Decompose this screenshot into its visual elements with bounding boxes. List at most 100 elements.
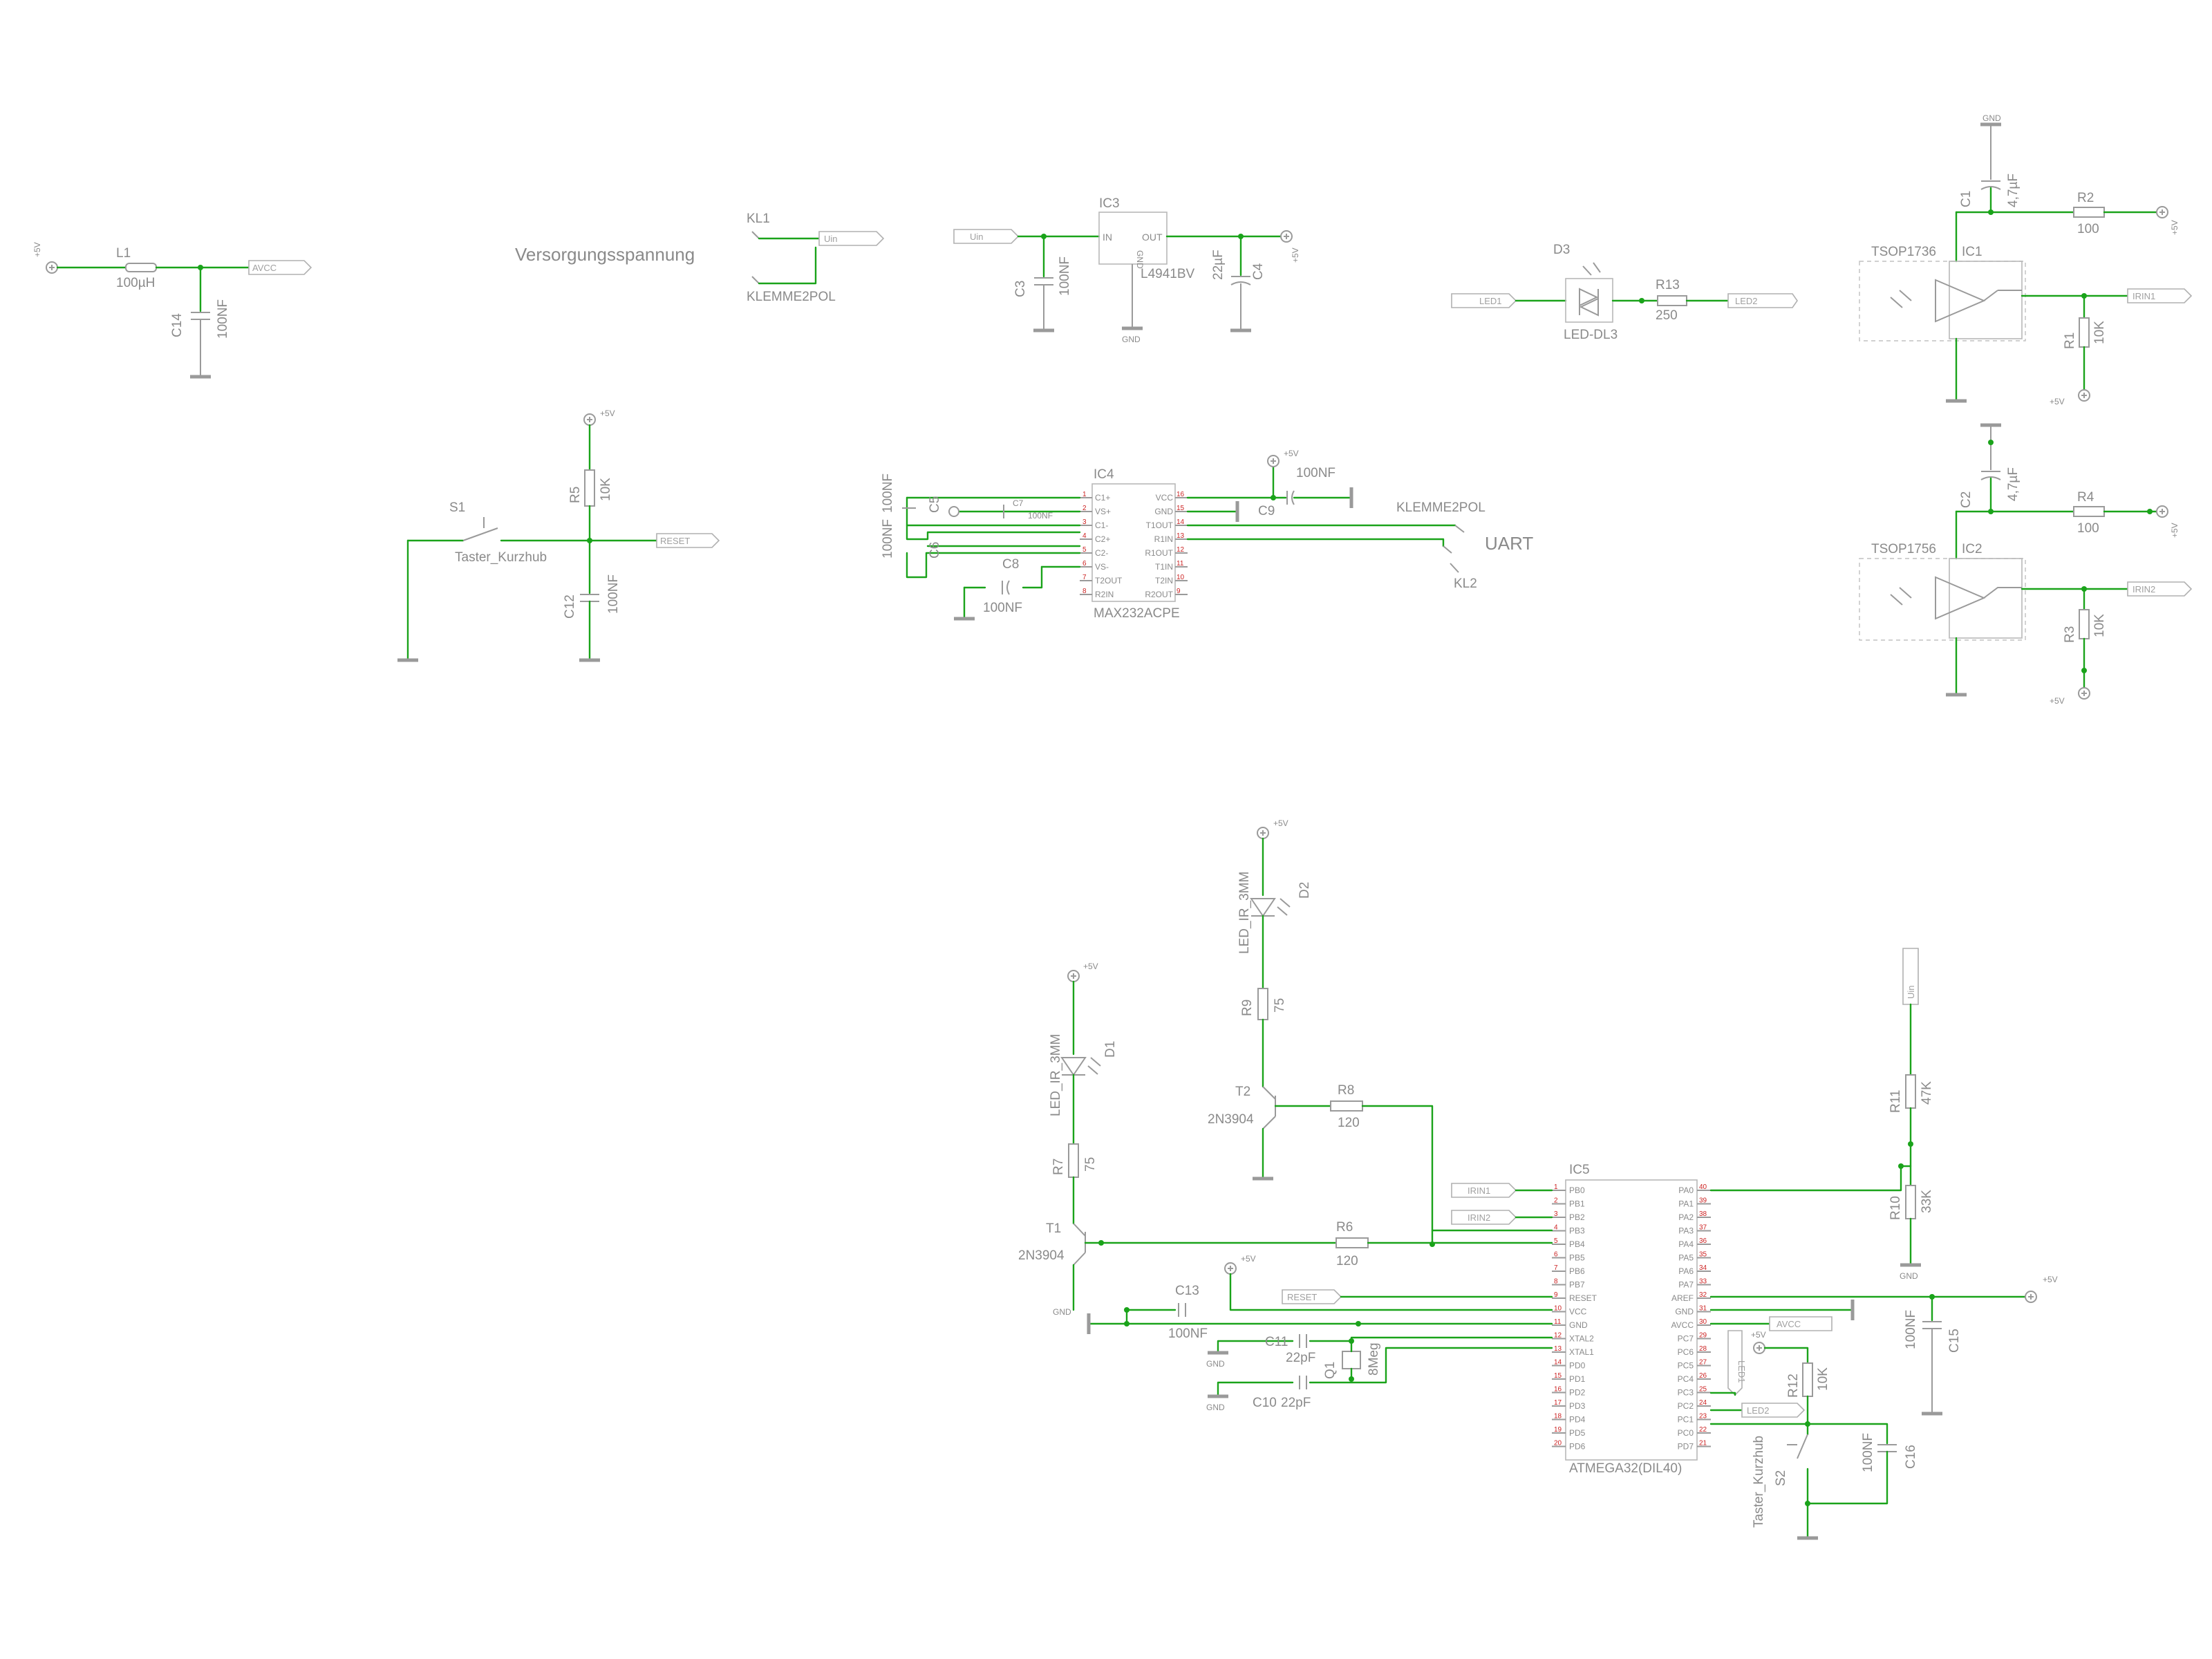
c6-value: 100NF (881, 519, 895, 559)
ic2-ir-receiver: C2 4,7µF R4 100 +5V TSOP1756 IC2 IRIN2 R… (1859, 423, 2193, 706)
pin-number: 13 (1177, 532, 1185, 540)
reset-input-net-label (1282, 1289, 1342, 1304)
r9-label: R9 (1240, 1000, 1255, 1016)
svg-text:RESET: RESET (1287, 1292, 1317, 1302)
c4-label: C4 (1251, 263, 1266, 280)
led1-output-net-label (1727, 1330, 1743, 1396)
ic2-label: IC2 (1962, 542, 1983, 556)
pin-number: 16 (1177, 491, 1185, 498)
r8-resistor (1330, 1100, 1363, 1112)
pin-number: 23 (1699, 1413, 1707, 1421)
pin-number: 6 (1082, 560, 1087, 568)
c10-value: 22pF (1281, 1396, 1311, 1410)
svg-text:IRIN2: IRIN2 (1468, 1212, 1490, 1223)
r5-resistor (584, 469, 595, 507)
svg-text:LED1: LED1 (1479, 296, 1502, 306)
pin-name: PB0 (1569, 1185, 1585, 1195)
pin-number: 8 (1082, 588, 1087, 595)
pin-name: PD7 (1678, 1442, 1694, 1452)
t1-type: 2N3904 (1018, 1248, 1065, 1263)
r8-label: R8 (1338, 1083, 1354, 1098)
d2-label: D2 (1297, 882, 1312, 899)
pin-number: 18 (1554, 1413, 1562, 1421)
svg-text:GND: GND (1206, 1359, 1225, 1369)
c12-label: C12 (563, 594, 577, 619)
ic4-label: IC4 (1094, 467, 1114, 482)
pin-name: C1- (1095, 521, 1108, 530)
svg-text:GND: GND (1053, 1307, 1071, 1317)
ic5-body (1565, 1179, 1698, 1461)
led2-output-net-label (1741, 1403, 1806, 1418)
ic3-label: IC3 (1099, 196, 1120, 211)
svg-text:+5V: +5V (2050, 696, 2065, 706)
pin-number: 14 (1177, 518, 1185, 526)
c16-value: 100NF (1861, 1433, 1875, 1472)
pin-number: 10 (1554, 1305, 1562, 1313)
pin-number: 13 (1554, 1345, 1562, 1353)
max232-right-pins: 16VCC15GND14T1OUT13R1IN12R1OUT11T1IN10T2… (1145, 491, 1188, 599)
ic5-type: ATMEGA32(DIL40) (1569, 1461, 1682, 1476)
pin-number: 15 (1177, 505, 1185, 512)
l1-label: L1 (116, 246, 131, 261)
c4-value: 22µF (1211, 250, 1226, 280)
pin-name: VCC (1156, 493, 1174, 503)
pin-name: PD1 (1569, 1374, 1586, 1384)
pin-number: 33 (1699, 1278, 1707, 1286)
pin-number: 24 (1699, 1399, 1707, 1407)
pin-name: PC3 (1678, 1388, 1694, 1398)
r10-label: R10 (1888, 1196, 1903, 1220)
c13-label: C13 (1175, 1284, 1199, 1298)
r7-resistor (1068, 1143, 1079, 1178)
pin-number: 7 (1554, 1264, 1558, 1272)
kl1-type: KLEMME2POL (747, 290, 836, 304)
c5-value: 100NF (881, 474, 895, 513)
r5-label: R5 (568, 487, 583, 503)
pin-name: PB3 (1569, 1226, 1585, 1236)
svg-text:RESET: RESET (660, 536, 690, 546)
r7-value: 75 (1083, 1157, 1098, 1172)
pin-number: 29 (1699, 1332, 1707, 1340)
r12-label: R12 (1786, 1374, 1801, 1398)
pin-number: 11 (1554, 1318, 1562, 1326)
c1-value: 4,7µF (2006, 174, 2021, 207)
svg-text:GND: GND (1983, 113, 2001, 123)
pin-number: 4 (1554, 1224, 1558, 1232)
pin-name: T2OUT (1095, 576, 1123, 585)
irin2-input-net-label (1451, 1210, 1517, 1225)
pin-name: PC4 (1678, 1374, 1694, 1384)
pin-name: PC5 (1678, 1361, 1694, 1371)
r11-resistor (1905, 1074, 1916, 1109)
pin-name: C1+ (1095, 493, 1110, 503)
pin-number: 12 (1554, 1332, 1562, 1340)
ic4-body (1091, 483, 1176, 602)
irin1-net-label (2127, 288, 2193, 303)
r4-resistor (2073, 506, 2105, 517)
pin-name: PD3 (1569, 1401, 1586, 1411)
pin-number: 27 (1699, 1359, 1707, 1367)
pin-number: 4 (1082, 532, 1087, 540)
t2-type: 2N3904 (1208, 1112, 1254, 1127)
svg-text:+5V: +5V (600, 409, 615, 418)
svg-text:IRIN1: IRIN1 (2133, 291, 2155, 301)
pin-number: 5 (1082, 546, 1087, 554)
pin-number: 11 (1177, 560, 1184, 568)
t2-label: T2 (1235, 1085, 1250, 1099)
r6-value: 120 (1336, 1254, 1358, 1268)
irin2-net-label (2127, 581, 2193, 597)
svg-text:LED1: LED1 (1736, 1360, 1747, 1383)
svg-text:AVCC: AVCC (252, 263, 276, 273)
svg-text:OUT: OUT (1142, 232, 1163, 243)
svg-text:LED2: LED2 (1735, 296, 1758, 306)
c6-label: C6 (928, 542, 942, 559)
pin-number: 32 (1699, 1291, 1707, 1299)
pin-number: 9 (1554, 1291, 1558, 1299)
ic1-ir-receiver: GND C1 4,7µF R2 100 +5V TSOP1736 IC1 IRI… (1859, 113, 2193, 406)
pin-number: 7 (1082, 574, 1087, 581)
c3-value: 100NF (1058, 256, 1072, 296)
pin-name: PB7 (1569, 1280, 1585, 1290)
pin-number: 8 (1554, 1278, 1558, 1286)
pin-name: GND (1569, 1320, 1588, 1330)
uin-net-label (818, 231, 885, 246)
r2-resistor (2073, 207, 2105, 218)
